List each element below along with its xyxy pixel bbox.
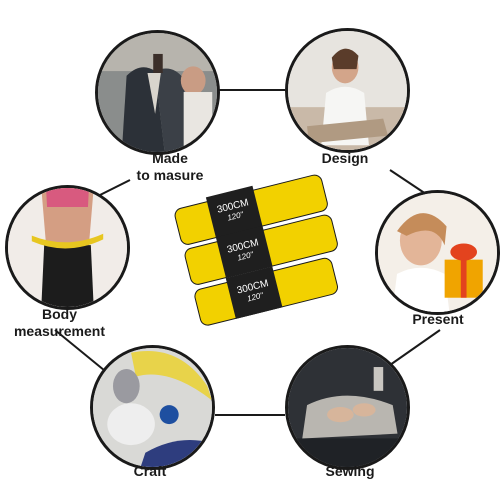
girl-gift-image xyxy=(378,193,497,312)
craft-circle xyxy=(90,345,215,470)
design-label: Design xyxy=(321,150,369,166)
tape-tag-3: 300CM 120" xyxy=(225,266,283,319)
body-measurement-label: Body measurement xyxy=(13,306,106,339)
sewing-circle xyxy=(285,345,410,470)
present-circle xyxy=(375,190,500,315)
present-label: Present xyxy=(412,311,464,327)
made-to-measure-label: Made to masure xyxy=(136,150,204,183)
sewing-label: Sewing xyxy=(325,463,375,479)
sewing-hands-image xyxy=(288,348,407,467)
waist-measure-image xyxy=(8,188,127,307)
tape-measure-product: 300CM 120" 300CM 120" 300CM 120" xyxy=(170,172,340,335)
body-measurement-circle xyxy=(5,185,130,310)
designer-woman-image xyxy=(288,31,407,150)
craft-tools-image xyxy=(93,348,212,467)
made-to-measure-circle xyxy=(95,30,220,155)
craft-label: Craft xyxy=(133,463,167,479)
design-circle xyxy=(285,28,410,153)
tailor-suit-image xyxy=(98,33,217,152)
